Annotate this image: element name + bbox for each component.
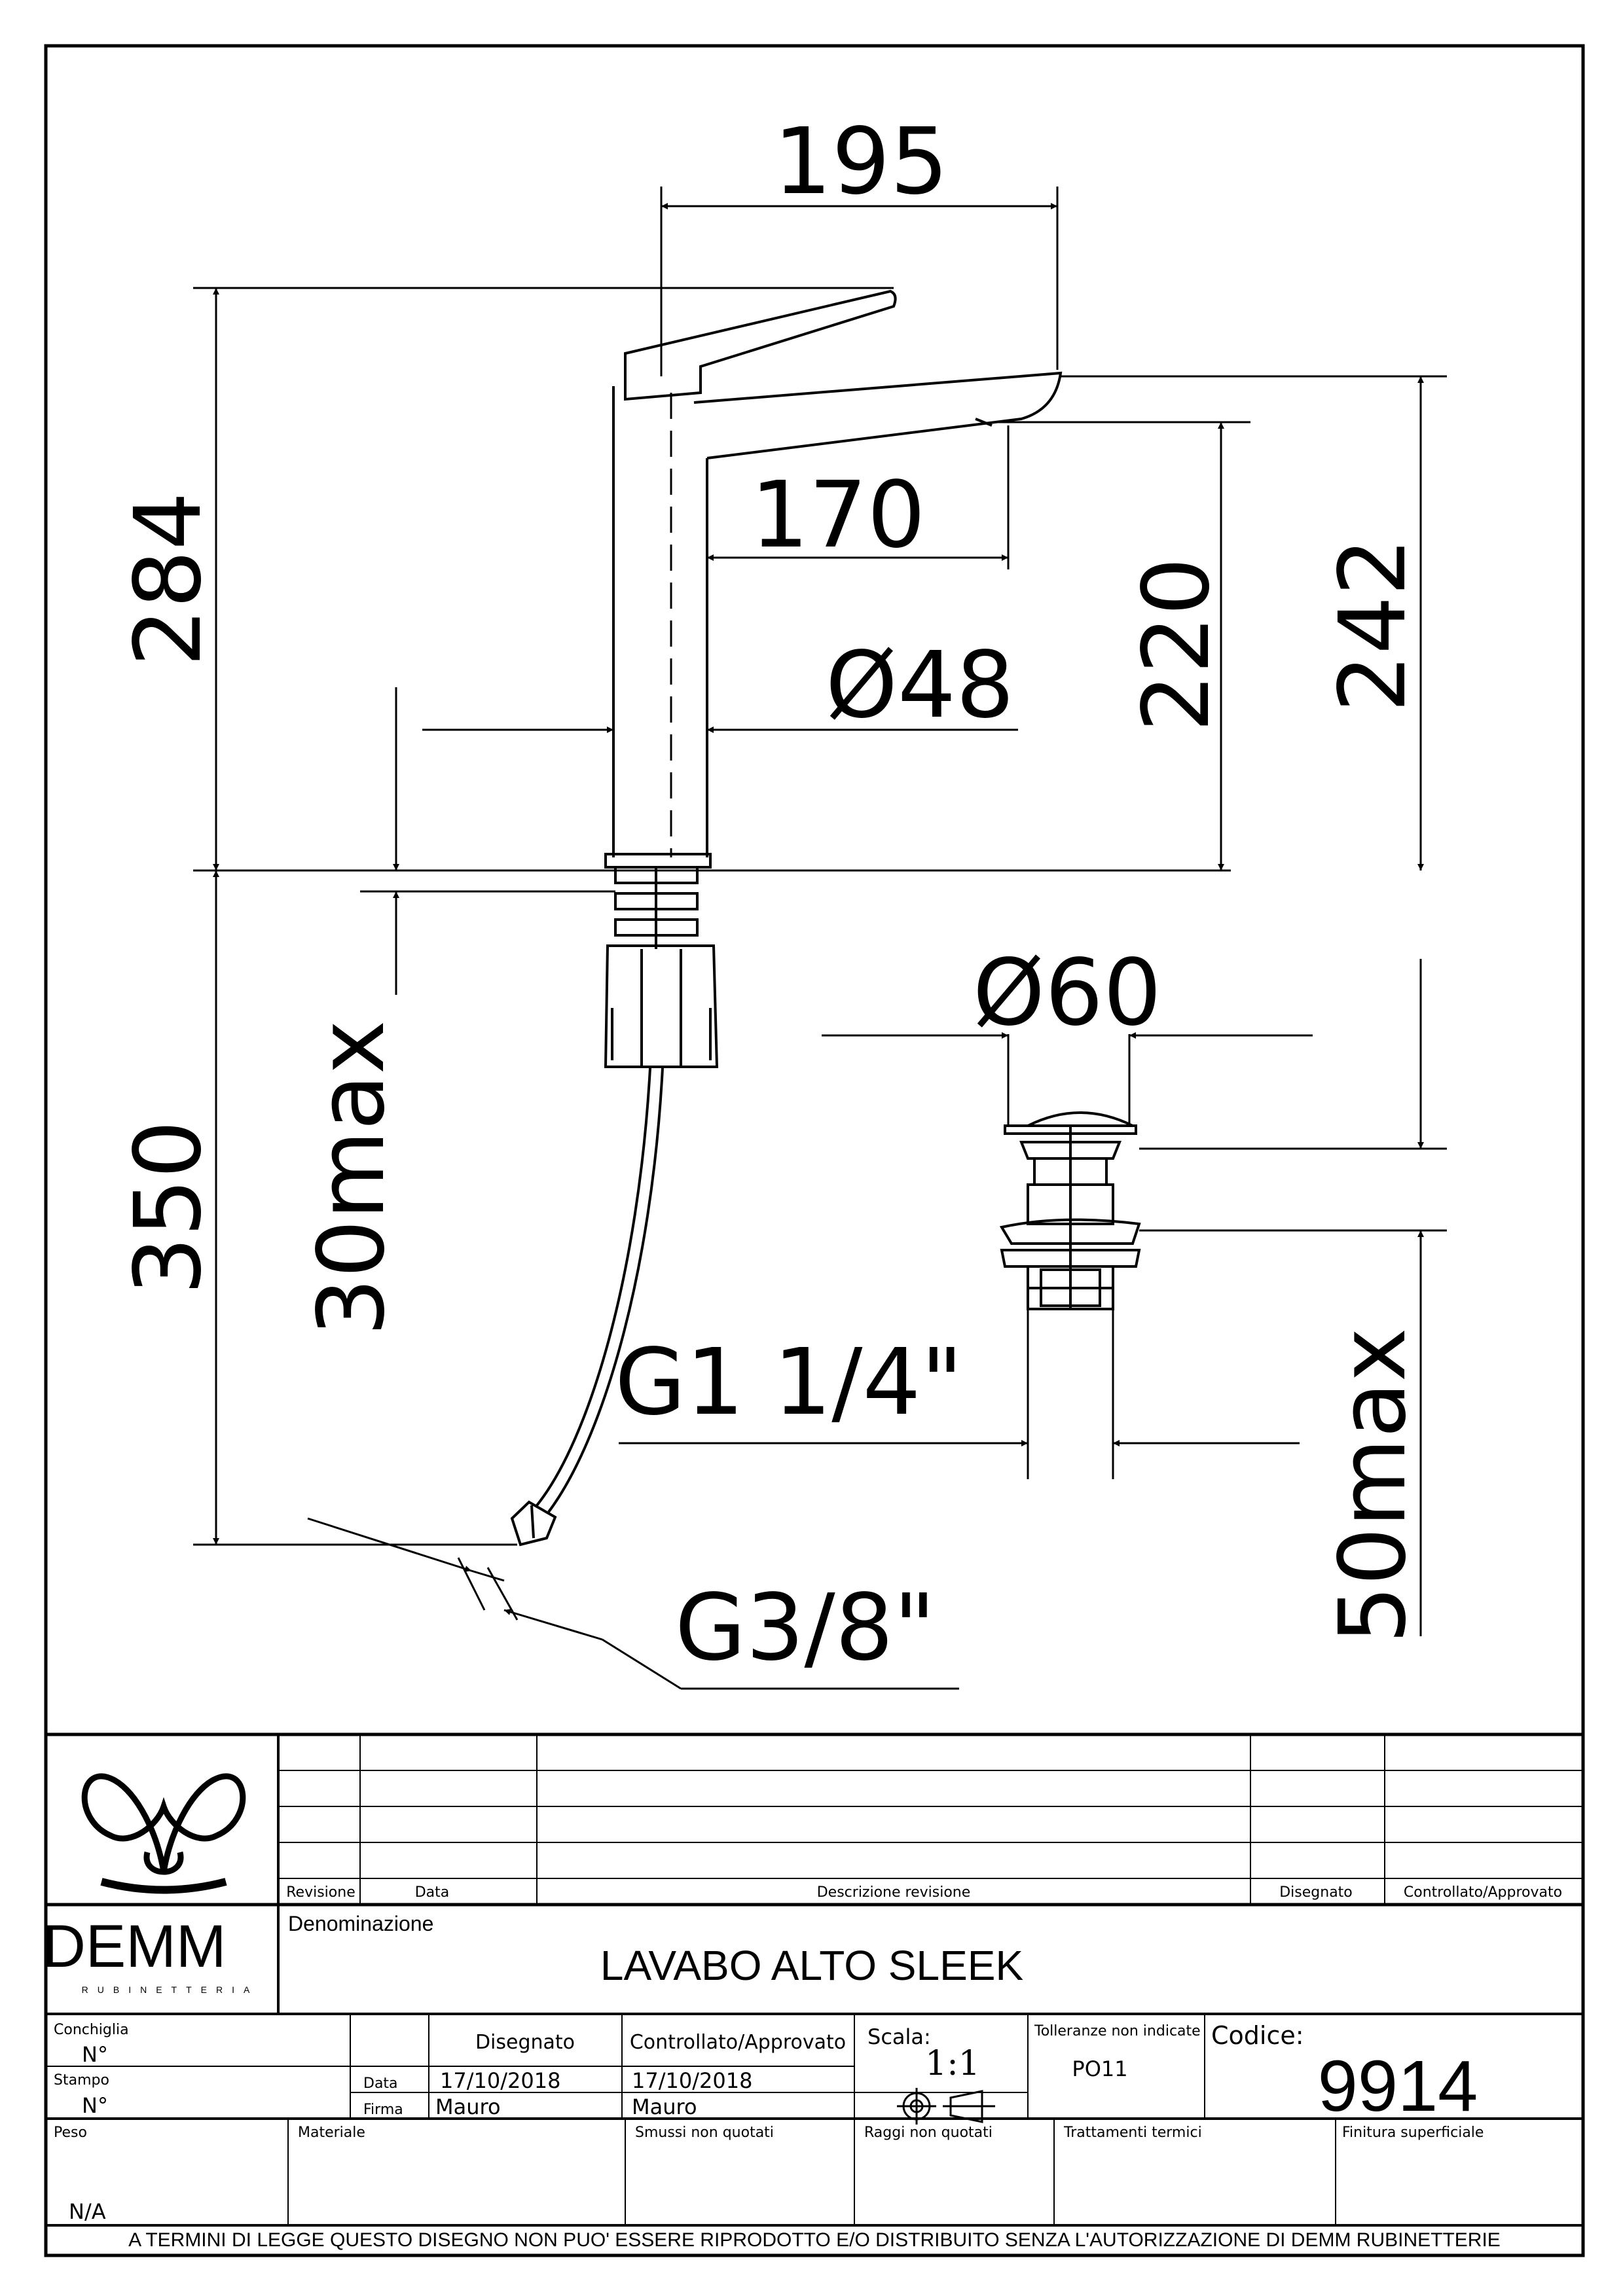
dim-g1-1-4: G1 1/4" [615,1329,963,1436]
codice-value: 9914 [1318,2046,1478,2126]
dim-220: 220 [1123,557,1230,732]
firma-label: Firma [363,2102,403,2118]
firma-disegnato-value: Mauro [435,2094,501,2119]
dim-50max: 50max [1320,1327,1427,1643]
dim-242: 242 [1320,537,1427,712]
dimension-labels: 195 170 Ø48 284 220 242 30max 350 Ø60 G1… [115,109,1427,1681]
logo-subtext: RUBINETTERIA [82,1984,259,1995]
stampo-value: N° [82,2093,108,2118]
codice-label: Codice: [1211,2021,1304,2050]
dim-195: 195 [773,109,948,215]
dimension-lines [193,187,1447,1690]
drain-drawing [999,1111,1141,1310]
disegnato-label: Disegnato [475,2031,575,2054]
smussi-label: Smussi non quotati [635,2125,774,2141]
logo-text: DEMM [42,1913,226,1980]
dim-o60: Ø60 [973,940,1161,1047]
scala-label: Scala: [867,2024,931,2049]
projection-symbol [897,2088,995,2125]
data-label: Data [363,2075,398,2092]
conchiglia-label: Conchiglia [54,2022,129,2038]
footer-notice: A TERMINI DI LEGGE QUESTO DISEGNO NON PU… [128,2229,1501,2251]
rev-header-revisione: Revisione [286,1884,355,1901]
dim-284: 284 [115,492,222,666]
firma-controllato-value: Mauro [632,2094,697,2119]
data-disegnato-value: 17/10/2018 [440,2068,560,2093]
raggi-label: Raggi non quotati [864,2125,993,2141]
trattamenti-label: Trattamenti termici [1063,2125,1202,2141]
peso-value: N/A [69,2199,106,2224]
stampo-label: Stampo [54,2072,109,2089]
dim-30max: 30max [299,1020,405,1336]
dim-o48: Ø48 [826,632,1014,739]
dim-170: 170 [750,462,925,569]
denominazione-label: Denominazione [288,1912,433,1935]
controllato-label: Controllato/Approvato [630,2031,846,2054]
sheet-border [44,44,1585,2257]
dim-350: 350 [115,1120,222,1295]
tolleranze-value: PO11 [1072,2056,1127,2081]
rev-header-controllato: Controllato/Approvato [1404,1884,1562,1901]
dim-g3-8: G3/8" [675,1575,936,1681]
peso-label: Peso [54,2125,87,2141]
scala-value: 1:1 [925,2044,980,2083]
finitura-label: Finitura superficiale [1342,2125,1484,2141]
demm-logo [81,1773,246,1894]
rev-header-disegnato: Disegnato [1279,1884,1353,1901]
title-block [46,1732,1583,2227]
materiale-label: Materiale [298,2125,365,2141]
rev-header-data: Data [415,1884,450,1901]
faucet-drawing [510,289,1063,1547]
data-controllato-value: 17/10/2018 [632,2068,752,2093]
denominazione-value: LAVABO ALTO SLEEK [600,1942,1023,1989]
tolleranze-label: Tolleranze non indicate [1034,2023,1201,2039]
conchiglia-value: N° [82,2042,108,2067]
rev-header-descrizione: Descrizione revisione [817,1884,971,1901]
